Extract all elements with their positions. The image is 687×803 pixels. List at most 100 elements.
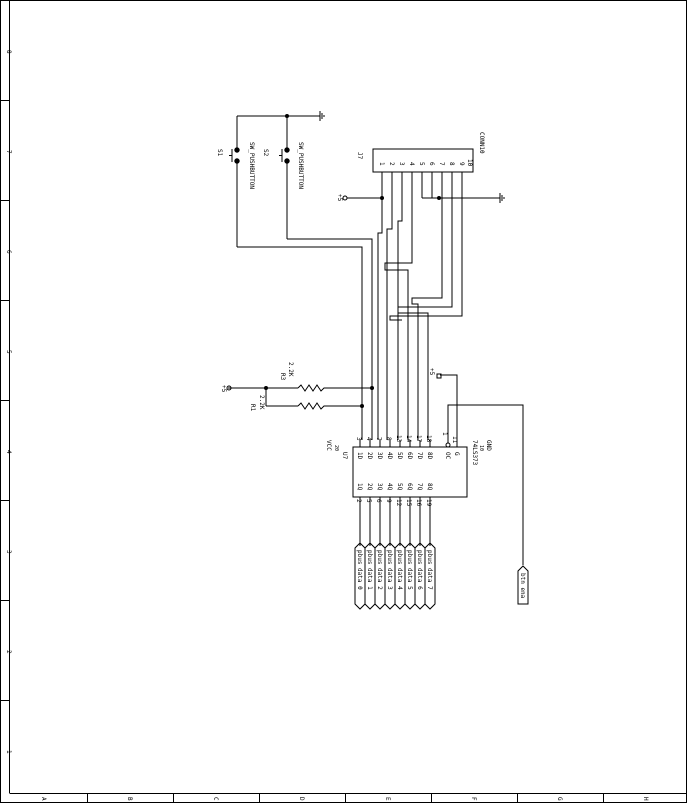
net-label-pbus-data-2: pbus data 2 bbox=[374, 542, 386, 610]
zone-label-left: 3 bbox=[5, 550, 12, 554]
ic-pin-name: G bbox=[453, 452, 460, 456]
ic-gnd-pin: 10 bbox=[478, 445, 484, 451]
zone-label-bottom: F bbox=[470, 797, 477, 801]
ic-pin-name: 4D bbox=[386, 452, 393, 460]
ic-u7: 3 4 7 8 13 14 17 18 1 11 1D 2D 3D 4D 5D … bbox=[325, 432, 492, 507]
switch-s1 bbox=[229, 147, 240, 164]
switch-value: SW_PUSHBUTTON bbox=[248, 142, 255, 189]
ground-icon bbox=[499, 193, 505, 203]
bus-label-text: pbus data 5 bbox=[406, 550, 413, 590]
bus-label-text: pbus data 7 bbox=[426, 550, 433, 590]
net-label-pbus-data-7: pbus data 7 bbox=[424, 542, 436, 610]
ic-vcc-label: VCC bbox=[325, 440, 332, 451]
junctions bbox=[264, 114, 441, 408]
connector-pin-number: 10 bbox=[466, 159, 473, 167]
connector-pin-number: 2 bbox=[388, 162, 395, 166]
ic-pin-number: 18 bbox=[425, 435, 432, 443]
zone-label-left: 2 bbox=[5, 650, 12, 654]
switch-ref: S1 bbox=[216, 149, 223, 157]
connector-pin-number: 5 bbox=[418, 162, 425, 166]
power-plus5-connector: +5 bbox=[336, 194, 348, 202]
switch-value: SW_PUSHBUTTON bbox=[297, 142, 304, 189]
zone-label-bottom: C bbox=[212, 797, 219, 801]
ic-pin-number: 3 bbox=[355, 437, 362, 441]
switch-s2 bbox=[279, 147, 290, 164]
ic-ref: U7 bbox=[341, 452, 348, 460]
ic-pin-number: 12 bbox=[395, 499, 402, 507]
ic-vcc-pin: 20 bbox=[333, 445, 339, 451]
connector-value: CONN10 bbox=[478, 132, 485, 154]
connector-pin-number: 8 bbox=[448, 162, 455, 166]
connector-pin-number: 3 bbox=[398, 162, 405, 166]
zone-label-left: 5 bbox=[5, 350, 12, 354]
power-label: +5 bbox=[428, 368, 435, 376]
zone-label-bottom: B bbox=[126, 797, 133, 801]
net-label-pbus-data-6: pbus data 6 bbox=[414, 542, 426, 610]
resistor-ref: R1 bbox=[249, 404, 256, 412]
switch-ref: S2 bbox=[262, 149, 269, 157]
ic-pin-number: 11 bbox=[451, 436, 458, 444]
bus-labels: pbus data 0 pbus data 1 pbus data 2 pbus… bbox=[354, 542, 436, 610]
resistor-ref: R3 bbox=[279, 373, 286, 381]
resistor-value: 2.2K bbox=[287, 362, 294, 377]
ic-pin-number: 2 bbox=[355, 499, 362, 503]
bus-label-text: pbus data 1 bbox=[366, 550, 373, 590]
ic-pin-name: 3D bbox=[376, 452, 383, 460]
ic-pin-name: 2Q bbox=[366, 483, 373, 491]
ic-pin-number: 19 bbox=[425, 499, 432, 507]
ic-pin-name: 4Q bbox=[386, 483, 393, 491]
net-label-pbus-data-1: pbus data 1 bbox=[364, 542, 376, 610]
connector-j7: 1 2 3 4 5 6 7 8 9 10 J7 CONN10 bbox=[356, 132, 485, 175]
ic-pin-number: 16 bbox=[415, 499, 422, 507]
bus-label-text: pbus data 0 bbox=[356, 550, 363, 590]
power-plus5-ic: +5 bbox=[428, 368, 442, 379]
connector-ref: J7 bbox=[356, 152, 363, 160]
power-label: +5 bbox=[336, 194, 343, 202]
ic-pin-number: 1 bbox=[441, 432, 448, 436]
ic-pin-number: 9 bbox=[385, 499, 392, 503]
net-label-pbus-data-0: pbus data 0 bbox=[354, 542, 366, 610]
ic-pin-name: 8Q bbox=[426, 483, 433, 491]
ic-pin-name: 2D bbox=[366, 452, 373, 460]
ic-gnd-label: GND bbox=[485, 440, 492, 451]
ic-pin-name: 8D bbox=[426, 452, 433, 460]
bus-label-text: pbus data 4 bbox=[396, 550, 403, 590]
zone-label-left: 6 bbox=[5, 250, 12, 254]
ic-pin-name: OC bbox=[444, 452, 451, 460]
zone-label-left: 1 bbox=[5, 750, 12, 754]
zone-label-left: 8 bbox=[5, 50, 12, 54]
bus-label-text: pbus data 2 bbox=[376, 550, 383, 590]
connector-pin-number: 6 bbox=[428, 162, 435, 166]
ic-pin-number: 14 bbox=[405, 435, 412, 443]
ic-pin-number: 8 bbox=[385, 437, 392, 441]
bus-label-text: pbus data 3 bbox=[386, 550, 393, 590]
ic-pin-name: 7Q bbox=[416, 483, 423, 491]
enable-label-text: btn ena bbox=[519, 573, 526, 599]
ic-pin-name: 5Q bbox=[396, 483, 403, 491]
ic-pin-number: 13 bbox=[395, 435, 402, 443]
net-label-pbus-data-3: pbus data 3 bbox=[384, 542, 396, 610]
ic-pin-name: 6Q bbox=[406, 483, 413, 491]
bus-label-text: pbus data 6 bbox=[416, 550, 423, 590]
ic-pin-number: 4 bbox=[365, 437, 372, 441]
ic-pin-number: 17 bbox=[415, 435, 422, 443]
ic-pin-name: 5D bbox=[396, 452, 403, 460]
zone-label-bottom: G bbox=[556, 797, 563, 801]
ic-value: 74LS373 bbox=[471, 440, 478, 466]
connector-pin-number: 4 bbox=[408, 162, 415, 166]
zone-label-left: 7 bbox=[5, 150, 12, 154]
resistor-r3 bbox=[297, 384, 326, 392]
ic-pin-name: 1D bbox=[356, 452, 363, 460]
ic-pin-number: 5 bbox=[365, 499, 372, 503]
ic-pin-name: 6D bbox=[406, 452, 413, 460]
ground-icon bbox=[319, 111, 325, 121]
net-label-pbus-data-4: pbus data 4 bbox=[394, 542, 406, 610]
zone-label-left: 4 bbox=[5, 450, 12, 454]
ic-pin-name: 3Q bbox=[376, 483, 383, 491]
power-label: +5 bbox=[220, 385, 227, 393]
connector-pin-number: 7 bbox=[438, 162, 445, 166]
net-label-btn-ena: btn ena bbox=[517, 565, 529, 605]
ic-pin-number: 7 bbox=[375, 437, 382, 441]
